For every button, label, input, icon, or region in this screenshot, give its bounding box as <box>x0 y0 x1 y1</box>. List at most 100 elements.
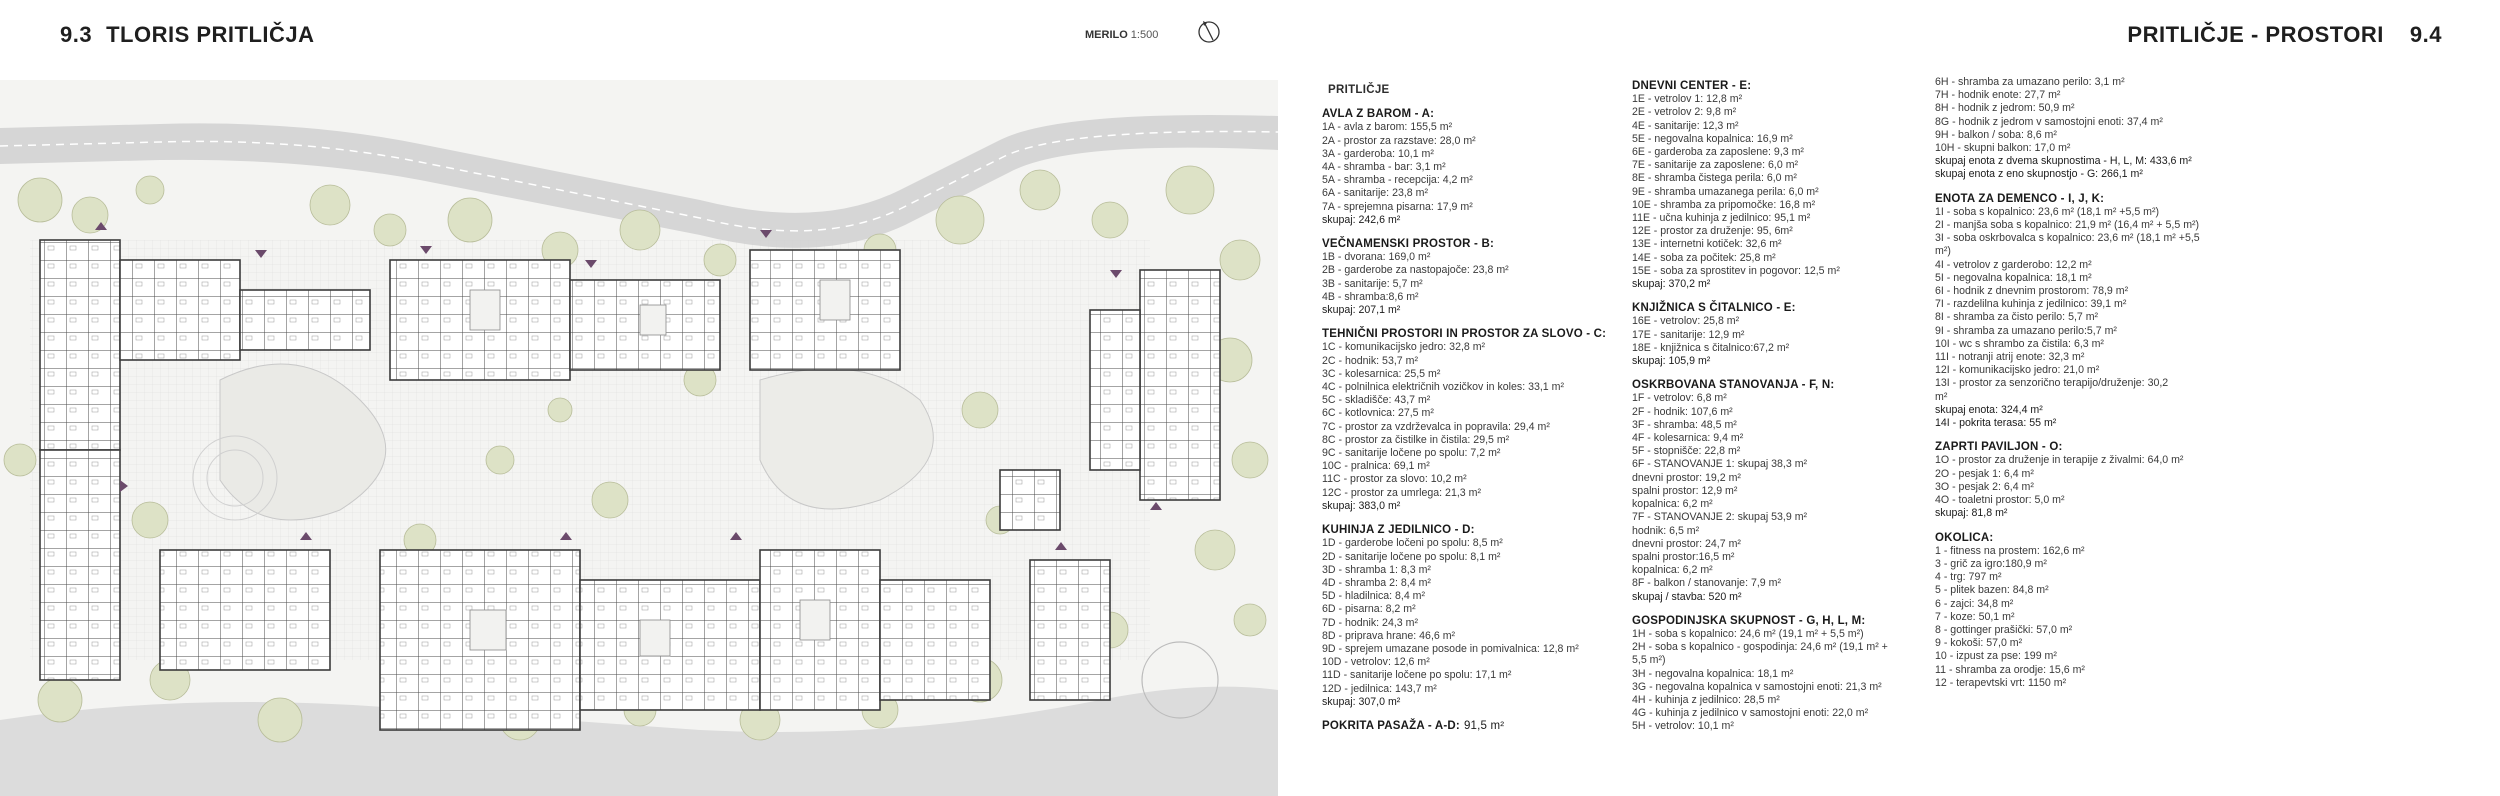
legend-total: skupaj: 105,9 m² <box>1632 355 1711 368</box>
legend-item: 13E - internetni kotiček: 32,6 m² <box>1632 238 1782 251</box>
legend-item: 5A - shramba - recepcija: 4,2 m² <box>1322 174 1473 187</box>
road <box>0 115 1278 248</box>
entrance-markers <box>95 222 1162 550</box>
building-i <box>1139 269 1221 501</box>
legend-item: 3O - pesjak 2: 6,4 m² <box>1935 480 2034 493</box>
legend-group: KUHINJA Z JEDILNICO - D:1D - garderobe l… <box>1322 524 1606 709</box>
legend-item: 4A - shramba - bar: 3,1 m² <box>1322 161 1446 174</box>
legend-item: 1B - dvorana: 169,0 m² <box>1322 251 1431 264</box>
legend-item: 5I - negovalna kopalnica: 18,1 m² <box>1935 271 2092 284</box>
legend-item: 3F - shramba: 48,5 m² <box>1632 418 1737 431</box>
legend-item: 7H - hodnik enote: 27,7 m² <box>1935 89 2061 102</box>
legend-item: 15E - soba za sprostitev in pogovor: 12,… <box>1632 264 1840 277</box>
legend-item: 9D - sprejem umazane posode in pomivalni… <box>1322 642 1579 655</box>
building-b <box>119 259 241 361</box>
legend-item: 3 - grič za igro:180,9 m² <box>1935 557 2047 570</box>
legend-heading-text: AVLA Z BAROM - A: <box>1322 108 1435 121</box>
legend-item: 4B - shramba:8,6 m² <box>1322 290 1419 303</box>
legend-item: 10H - skupni balkon: 17,0 m² <box>1935 142 2071 155</box>
legend-group-heading: DNEVNI CENTER - E: <box>1632 80 1888 93</box>
legend-item: 9H - balkon / soba: 8,6 m² <box>1935 128 2057 141</box>
legend-item: 4C - polnilnica električnih vozičkov in … <box>1322 381 1564 394</box>
legend-item: 8C - prostor za čistilke in čistila: 29,… <box>1322 433 1510 446</box>
legend-item: 10E - shramba za pripomočke: 16,8 m² <box>1632 198 1816 211</box>
legend-total: skupaj enota: 324,4 m² <box>1935 403 2043 416</box>
legend-item: 5E - negovalna kopalnica: 16,9 m² <box>1632 132 1793 145</box>
legend-item: 3A - garderoba: 10,1 m² <box>1322 147 1434 160</box>
legend-group: DNEVNI CENTER - E:1E - vetrolov 1: 12,8 … <box>1632 80 1888 291</box>
legend-col1-groups: AVLA Z BAROM - A:1A - avla z barom: 155,… <box>1322 108 1606 733</box>
legend-item: 3G - negovalna kopalnica v samostojni en… <box>1632 680 1882 693</box>
legend-item: 7 - koze: 50,1 m² <box>1935 610 2015 623</box>
legend-item: 4E - sanitarije: 12,3 m² <box>1632 119 1739 132</box>
legend-item: 9 - kokoši: 57,0 m² <box>1935 637 2023 650</box>
legend-group-heading: AVLA Z BAROM - A: <box>1322 108 1606 121</box>
legend-item: 17E - sanitarije: 12,9 m² <box>1632 328 1745 341</box>
legend-item: 8E - shramba čistega perila: 6,0 m² <box>1632 172 1797 185</box>
legend-item: 2I - manjša soba s kopalnico: 21,9 m² (1… <box>1935 219 2200 232</box>
legend-heading-text: OSKRBOVANA STANOVANJA - F, N: <box>1632 379 1835 392</box>
legend-item: 7F - STANOVANJE 2: skupaj 53,9 m² <box>1632 511 1808 524</box>
legend-item: spalni prostor: 12,9 m² <box>1632 484 1738 497</box>
legend-item: 4I - vetrolov z garderobo: 12,2 m² <box>1935 258 2092 271</box>
building-j <box>1089 309 1141 471</box>
legend-item: 11D - sanitarije ločene po spolu: 17,1 m… <box>1322 669 1512 682</box>
legend-item: 11E - učna kuhinja z jedilnico: 95,1 m² <box>1632 212 1811 225</box>
scale-label-text: MERILO <box>1085 29 1128 41</box>
section-title-right: PRITLIČJE - PROSTORI <box>2127 22 2384 47</box>
legend-item: 2F - hodnik: 107,6 m² <box>1632 405 1733 418</box>
legend-item: 8F - balkon / stanovanje: 7,9 m² <box>1632 577 1781 590</box>
legend-item: 1 - fitness na prostem: 162,6 m² <box>1935 544 2085 557</box>
legend-total: skupaj enota z eno skupnostjo - G: 266,1… <box>1935 168 2143 181</box>
legend-item: 5 - plitek bazen: 84,8 m² <box>1935 584 2049 597</box>
legend-item: 7E - sanitarije za zaposlene: 6,0 m² <box>1632 159 1799 172</box>
legend-item: 4 - trg: 797 m² <box>1935 571 2002 584</box>
legend-title: PRITLIČJE <box>1328 84 1390 96</box>
building-a <box>39 239 121 451</box>
legend-total: skupaj: 207,1 m² <box>1322 304 1401 317</box>
section-number-left: 9.3 <box>60 22 93 47</box>
buildings <box>39 239 1221 731</box>
legend-item: 8G - hodnik z jedrom v samostojni enoti:… <box>1935 115 2163 128</box>
building-c <box>239 289 371 351</box>
legend-group-heading: POKRITA PASAŽA - A-D:91,5 m² <box>1322 720 1606 733</box>
legend-item: 1E - vetrolov 1: 12,8 m² <box>1632 93 1743 106</box>
legend-item: 7D - hodnik: 24,3 m² <box>1322 616 1418 629</box>
page-title-left: 9.3 TLORIS PRITLIČJA <box>60 22 315 48</box>
legend-heading-text: KUHINJA Z JEDILNICO - D: <box>1322 524 1475 537</box>
legend-item: 6C - kotlovnica: 27,5 m² <box>1322 407 1434 420</box>
legend-item: 6E - garderoba za zaposlene: 9,3 m² <box>1632 146 1804 159</box>
legend-group: ENOTA ZA DEMENCO - I, J, K:1I - soba s k… <box>1935 193 2200 431</box>
section-title-left: TLORIS PRITLIČJA <box>106 22 315 47</box>
legend-item: 12D - jedilnica: 143,7 m² <box>1322 682 1437 695</box>
legend-item: 16E - vetrolov: 25,8 m² <box>1632 315 1740 328</box>
legend-group-heading: GOSPODINJSKA SKUPNOST - G, H, L, M: <box>1632 615 1888 628</box>
legend-item: 11I - notranji atrij enote: 32,3 m² <box>1935 351 2085 364</box>
legend-item: 3B - sanitarije: 5,7 m² <box>1322 277 1423 290</box>
legend-group: VEČNAMENSKI PROSTOR - B:1B - dvorana: 16… <box>1322 238 1606 317</box>
legend-item: 1A - avla z barom: 155,5 m² <box>1322 121 1453 134</box>
legend-item: 3H - negovalna kopalnica: 18,1 m² <box>1632 667 1794 680</box>
legend-group-heading: VEČNAMENSKI PROSTOR - B: <box>1322 238 1606 251</box>
pond <box>1141 641 1219 719</box>
legend-group: POKRITA PASAŽA - A-D:91,5 m² <box>1322 720 1606 733</box>
legend-item: 2C - hodnik: 53,7 m² <box>1322 354 1418 367</box>
legend-item: 14E - soba za počitek: 25,8 m² <box>1632 251 1776 264</box>
legend-item: 6A - sanitarije: 23,8 m² <box>1322 187 1428 200</box>
playground-circle <box>192 435 278 521</box>
legend-item: kopalnica: 6,2 m² <box>1632 498 1713 511</box>
legend-item: dnevni prostor: 19,2 m² <box>1632 471 1741 484</box>
legend-item: 7C - prostor za vzdrževalca in popravila… <box>1322 420 1550 433</box>
legend-item: 4O - toaletni prostor: 5,0 m² <box>1935 494 2065 507</box>
legend-item: 5H - vetrolov: 10,1 m² <box>1632 720 1734 733</box>
legend-item: 6D - pisarna: 8,2 m² <box>1322 603 1416 616</box>
legend-heading-text: VEČNAMENSKI PROSTOR - B: <box>1322 238 1494 251</box>
legend-item: 3I - soba oskrbovalca s kopalnico: 23,6 … <box>1935 232 2200 245</box>
legend-group: TEHNIČNI PROSTORI IN PROSTOR ZA SLOVO - … <box>1322 328 1606 513</box>
legend-group-heading: ZAPRTI PAVILJON - O: <box>1935 441 2200 454</box>
square-area <box>219 363 387 521</box>
courtyards <box>469 279 851 657</box>
legend-group-heading: KUHINJA Z JEDILNICO - D: <box>1322 524 1606 537</box>
